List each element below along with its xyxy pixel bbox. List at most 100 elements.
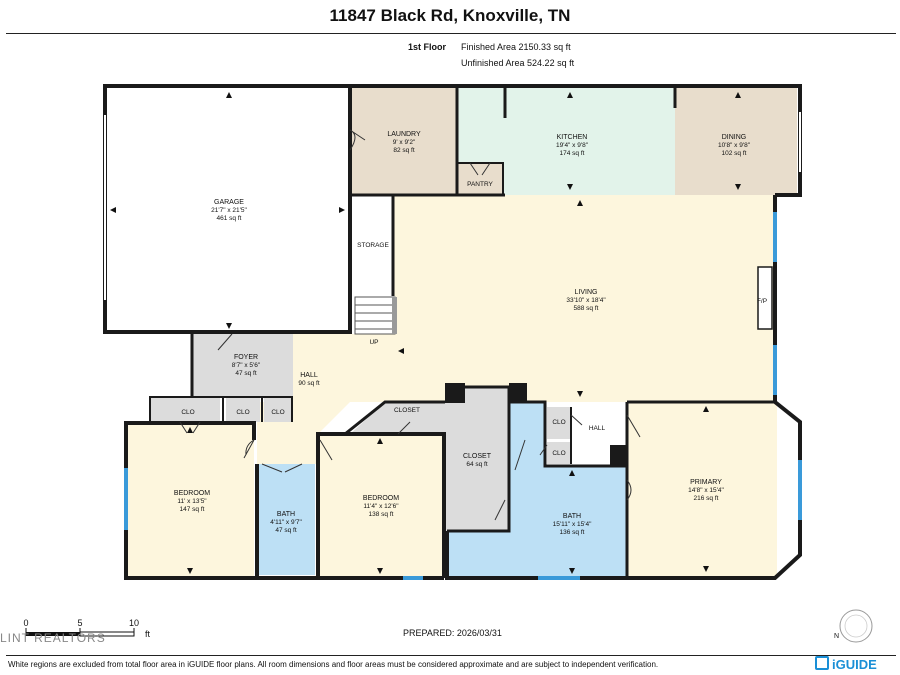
dining-name: DINING (722, 134, 747, 141)
floor-label: 1st Floor (408, 42, 447, 52)
bedroom-2-fill (318, 434, 444, 578)
brand-logo: iGUIDE (815, 656, 877, 672)
living-fill (393, 195, 775, 402)
bedroom-1-dims: 11' x 13'5" (177, 498, 207, 505)
laundry-area: 82 sq ft (393, 147, 415, 154)
hall-right-name: HALL (589, 425, 606, 432)
laundry-fill (350, 88, 457, 195)
dining-area: 102 sq ft (722, 150, 747, 157)
closet-angled-wall (344, 400, 445, 436)
clo-2-name: CLO (236, 409, 249, 416)
stairs-label: UP (369, 339, 378, 346)
scale-tick-10: 10 (129, 618, 139, 628)
scale-unit: ft (145, 629, 151, 639)
bath-2-name: BATH (563, 513, 581, 520)
primary-fill (627, 402, 777, 576)
storage-walls (350, 193, 395, 296)
primary-name: PRIMARY (690, 479, 722, 486)
wall-block-3 (610, 445, 628, 467)
pantry-walls (457, 162, 504, 195)
kitchen-dims: 19'4" x 9'8" (556, 142, 589, 149)
stairs (354, 296, 397, 335)
disclaimer: White regions are excluded from total fl… (8, 660, 659, 669)
hall-name: HALL (300, 372, 318, 379)
walkin-door (494, 499, 506, 521)
closet-door (397, 421, 411, 435)
kitchen-area: 174 sq ft (560, 150, 585, 157)
primary-bath-door (626, 479, 632, 501)
page-title: 11847 Black Rd, Knoxville, TN (329, 6, 571, 25)
storage-name: STORAGE (357, 242, 389, 249)
laundry-dims: 9' x 9'2" (393, 139, 416, 146)
bedroom-2-door (319, 439, 333, 461)
laundry-name: LAUNDRY (387, 131, 421, 138)
brand-name: iGUIDE (832, 657, 877, 672)
compass-icon: N (834, 609, 873, 643)
clo-4-door (570, 414, 583, 426)
title-rule (6, 33, 896, 34)
unfinished-area: Unfinished Area 524.22 sq ft (461, 58, 575, 68)
bath-2-area: 136 sq ft (560, 529, 585, 536)
foyer-area: 47 sq ft (235, 370, 257, 377)
windows (124, 212, 802, 580)
scale-tick-0: 0 (23, 618, 28, 628)
clo-1-fill (150, 397, 220, 422)
hall-fill (293, 334, 393, 402)
room-labels: GARAGE 21'7" x 21'5" 461 sq ft LAUNDRY 9… (174, 131, 767, 536)
doors (179, 129, 641, 521)
kitchen-name: KITCHEN (557, 134, 588, 141)
garage-name: GARAGE (214, 199, 244, 206)
closet-small-name: CLOSET (394, 407, 420, 414)
pantry-name: PANTRY (467, 181, 493, 188)
closet-small-fill (350, 402, 445, 434)
laundry-door (349, 129, 366, 151)
closet-walkin-area: 64 sq ft (466, 461, 488, 468)
bath-1-area: 47 sq ft (275, 527, 297, 534)
clo-2-fill (226, 397, 260, 422)
garage-dims: 21'7" x 21'5" (211, 207, 247, 214)
clo-3-fill (264, 397, 292, 422)
garage-area: 461 sq ft (217, 215, 242, 222)
clo-row-door (179, 421, 201, 434)
clo-5-door (539, 444, 548, 456)
compass-label: N (834, 633, 839, 640)
prepared-date: PREPARED: 2026/03/31 (403, 628, 502, 638)
footer-rule (6, 655, 896, 656)
bedroom-2-walls (316, 432, 446, 580)
clo-3-name: CLO (271, 409, 284, 416)
closet-walkin-fill (445, 387, 509, 531)
wall-block-1 (445, 383, 465, 403)
foyer-name: FOYER (234, 354, 258, 361)
bath-1-door (261, 463, 303, 473)
brokerage-watermark: LINT REALTORS (0, 631, 106, 645)
pantry-door (469, 162, 491, 176)
bath-1-dims: 4'11" x 9'7" (270, 519, 302, 526)
living-area: 588 sq ft (574, 305, 599, 312)
bedroom-2-area: 138 sq ft (369, 511, 394, 518)
closet-row-walls (149, 396, 293, 422)
primary-area: 216 sq ft (694, 495, 719, 502)
dining-fill (675, 88, 797, 195)
dimension-ticks (110, 92, 741, 574)
clo-5-name: CLO (552, 450, 565, 457)
scale-tick-5: 5 (77, 618, 82, 628)
clo-5-fill (547, 442, 571, 464)
bath-2-fill (447, 402, 627, 578)
bath-2-door (514, 439, 526, 471)
room-fills (126, 88, 797, 578)
brand-icon (815, 656, 829, 670)
living-name: LIVING (575, 289, 598, 296)
closet-walkin-name: CLOSET (463, 453, 492, 460)
fireplace-label: F/P (757, 298, 767, 305)
finished-area: Finished Area 2150.33 sq ft (461, 42, 571, 52)
foyer-dims: 8'7" x 5'6" (232, 362, 261, 369)
primary-exterior (627, 400, 802, 580)
bath-1-name: BATH (277, 511, 295, 518)
pantry-fill (457, 163, 503, 195)
bedroom-2-name: BEDROOM (363, 495, 399, 502)
bath-1-fill (257, 464, 315, 575)
fireplace (757, 266, 773, 330)
clo-4-name: CLO (552, 419, 565, 426)
primary-dims: 14'8" x 15'4" (688, 487, 724, 494)
